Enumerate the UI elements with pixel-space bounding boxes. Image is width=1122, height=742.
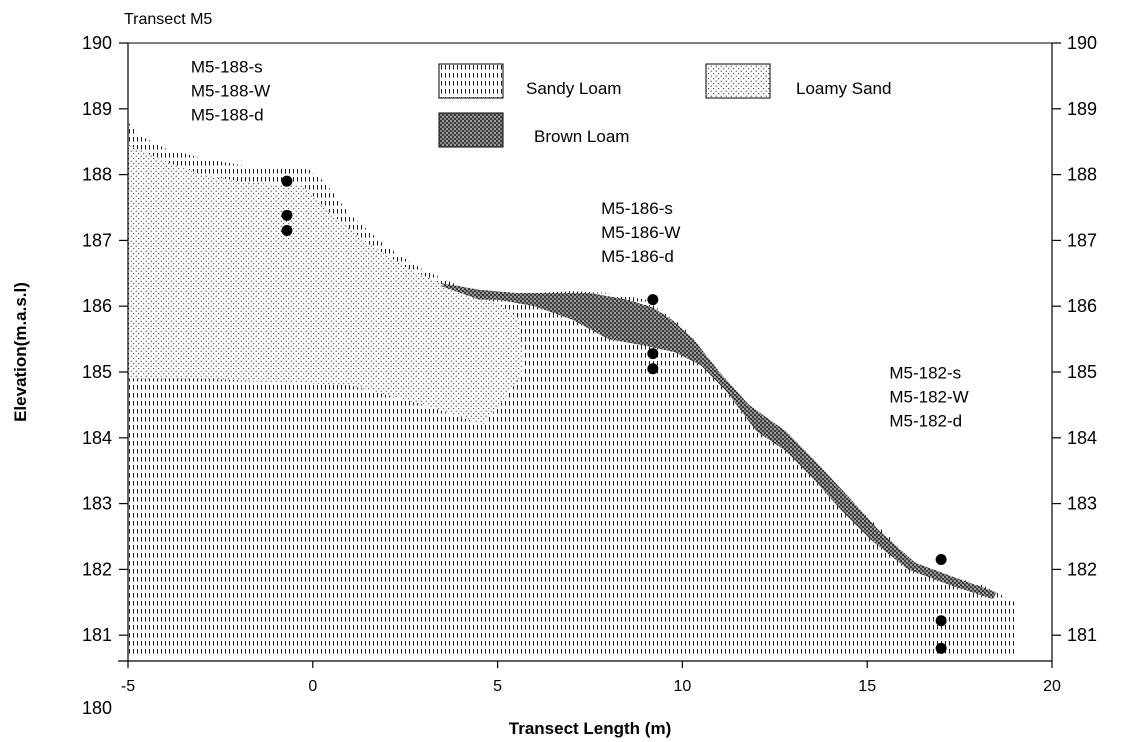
y-tick-label: 183 xyxy=(82,494,112,514)
x-tick-label: 0 xyxy=(308,678,317,695)
y-tick-label: 190 xyxy=(82,33,112,53)
x-tick-label: 15 xyxy=(858,678,876,695)
axis-ticks: -5 0 5 10 15 20 180 181 182 183 184 185 186 187 188 189… xyxy=(82,33,1097,718)
y-tick-label: 189 xyxy=(82,99,112,119)
sample-point xyxy=(935,642,947,654)
y-right-tick-label: 190 xyxy=(1067,33,1097,53)
sample-point xyxy=(935,615,947,627)
layer-brown-loam xyxy=(442,283,997,599)
y-right-tick-label: 183 xyxy=(1067,494,1097,514)
y-tick-label: 186 xyxy=(82,296,112,316)
soil-layers xyxy=(128,122,1015,655)
sample-label-line: M5-182-d xyxy=(889,412,962,431)
sample-label-line: M5-188-d xyxy=(191,106,264,125)
sample-point xyxy=(281,225,293,237)
sample-points xyxy=(281,175,947,654)
y-right-tick-label: 187 xyxy=(1067,230,1097,250)
sample-label-line: M5-186-s xyxy=(601,199,673,218)
y-right-tick-label: 181 xyxy=(1067,625,1097,645)
sample-point xyxy=(647,348,659,360)
sample-label-line: M5-186-d xyxy=(601,247,674,266)
y-tick-label: 182 xyxy=(82,559,112,579)
legend-swatch-brown-loam xyxy=(438,112,504,148)
sample-label-line: M5-182-s xyxy=(889,364,961,383)
layer-loamy-sand xyxy=(128,145,524,425)
sample-label-line: M5-182-W xyxy=(889,388,968,407)
y-tick-label: 184 xyxy=(82,428,112,448)
y-tick-label: 188 xyxy=(82,165,112,185)
legend-label-brown-loam: Brown Loam xyxy=(534,127,629,146)
y-right-tick-label: 184 xyxy=(1067,428,1097,448)
legend-swatch-loamy-sand xyxy=(705,63,771,99)
sample-point xyxy=(647,294,659,306)
y-right-tick-label: 186 xyxy=(1067,296,1097,316)
y-right-tick-label: 185 xyxy=(1067,362,1097,382)
y-right-tick-label: 188 xyxy=(1067,165,1097,185)
sample-label-line: M5-188-s xyxy=(191,58,263,77)
y-tick-label: 185 xyxy=(82,362,112,382)
sample-point xyxy=(281,209,293,221)
y-right-tick-label: 189 xyxy=(1067,99,1097,119)
x-tick-label: 20 xyxy=(1043,678,1061,695)
legend-label-sandy-loam: Sandy Loam xyxy=(526,79,621,98)
legend-swatch-sandy-loam xyxy=(438,63,504,99)
y-tick-label: 181 xyxy=(82,625,112,645)
x-tick-label: 5 xyxy=(493,678,502,695)
legend: Sandy Loam Loamy Sand Brown Loam xyxy=(438,63,891,148)
x-tick-label: 10 xyxy=(674,678,692,695)
sample-point xyxy=(935,554,947,566)
y-tick-label: 187 xyxy=(82,230,112,250)
sample-point xyxy=(647,363,659,375)
legend-label-loamy-sand: Loamy Sand xyxy=(796,79,891,98)
sample-label-line: M5-186-W xyxy=(601,223,680,242)
sample-point xyxy=(281,175,293,187)
y-tick-label: 180 xyxy=(82,698,112,718)
x-axis-title: Transect Length (m) xyxy=(509,719,671,738)
y-axis-title: Elevation(m.a.s.l) xyxy=(11,282,30,422)
x-tick-label: -5 xyxy=(121,678,135,695)
y-right-tick-label: 182 xyxy=(1067,559,1097,579)
chart-title: Transect M5 xyxy=(124,11,212,28)
sample-label-line: M5-188-W xyxy=(191,82,270,101)
